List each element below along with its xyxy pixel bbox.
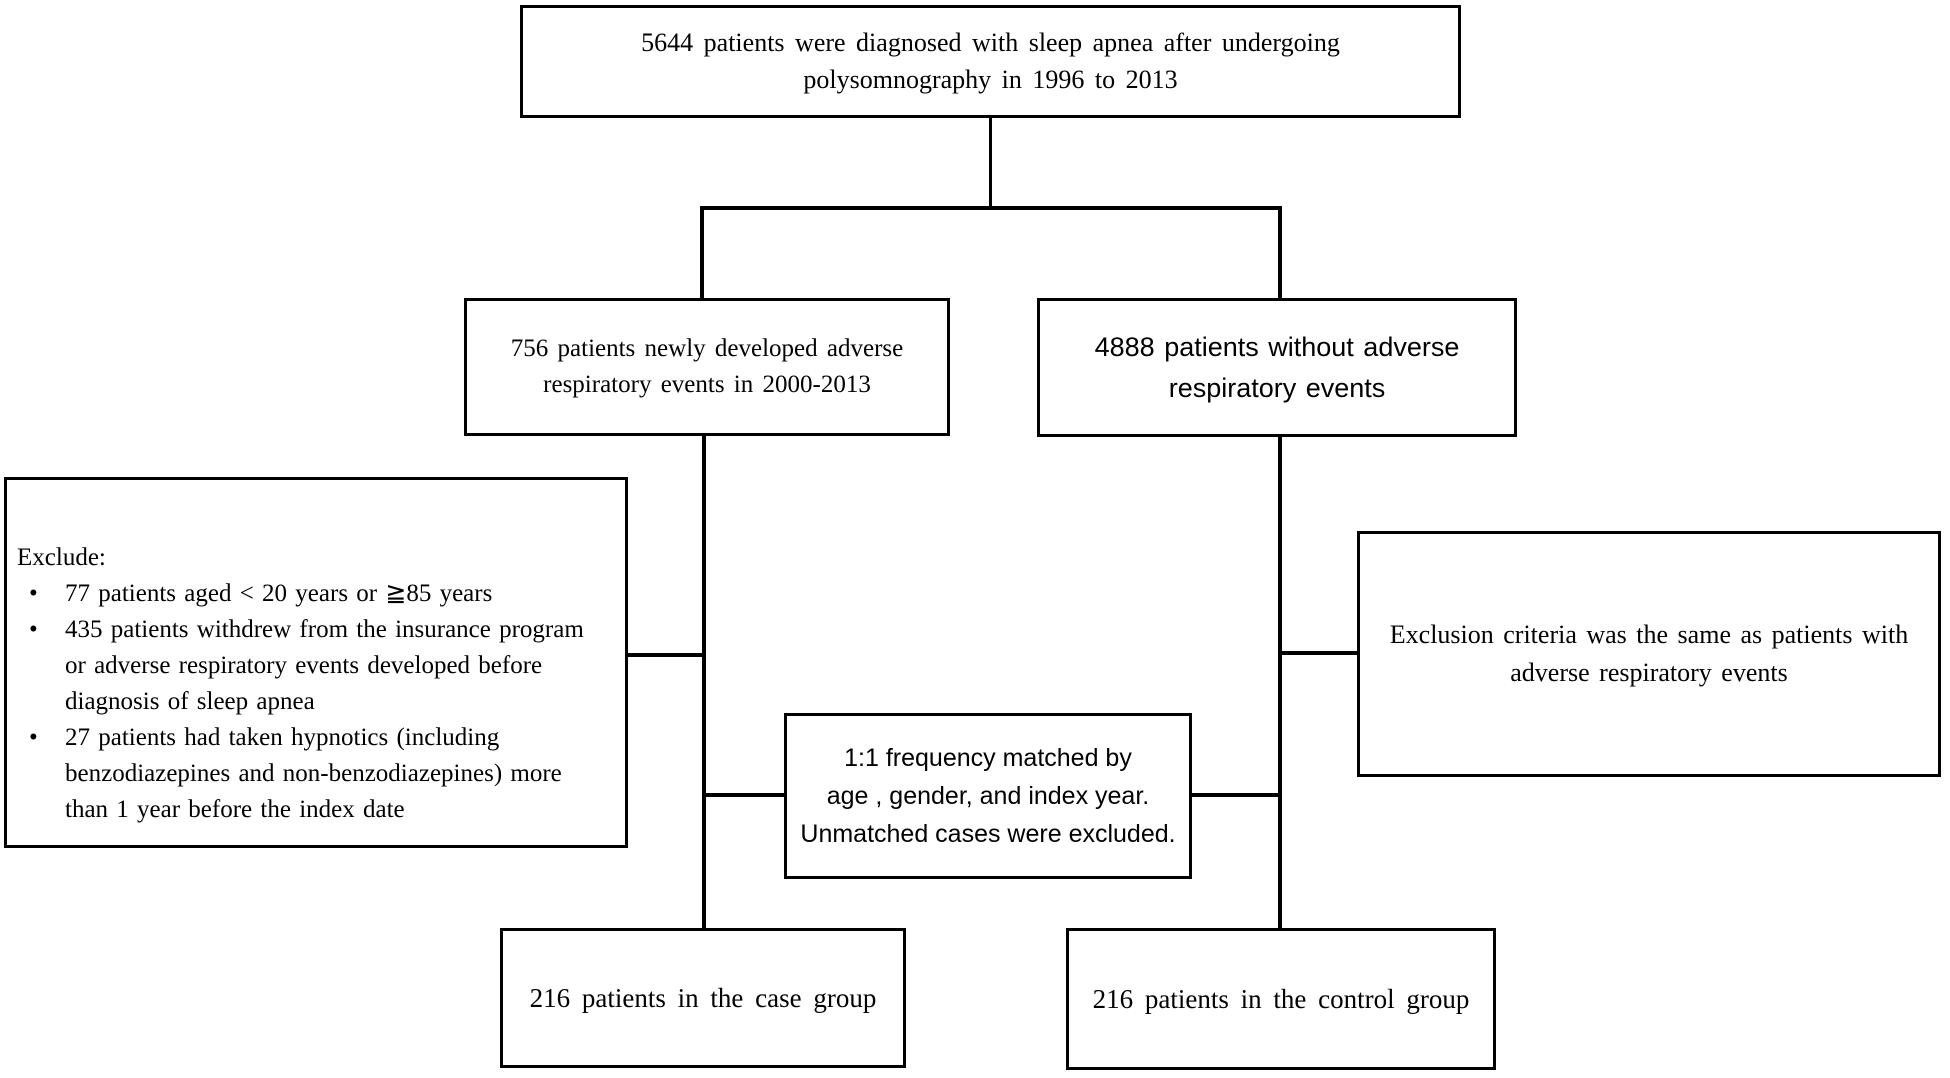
connector-drop-to-control-branch xyxy=(1278,206,1282,300)
connector-match-to-control-stem xyxy=(1190,793,1280,797)
box-frequency-matching: 1:1 frequency matched by age , gender, a… xyxy=(784,713,1192,879)
box-adverse-events-patients: 756 patients newly developed adverse res… xyxy=(464,298,950,436)
box-without-adverse-events-text: 4888 patients without adverse respirator… xyxy=(1094,332,1460,403)
bullet-icon: • xyxy=(29,580,38,607)
box-total-diagnosed-patients: 5644 patients were diagnosed with sleep … xyxy=(520,5,1461,118)
exclusion-item: • 435 patients withdrew from the insuran… xyxy=(17,612,609,720)
exclusion-item-text: 77 patients aged < 20 years or ≧85 years xyxy=(65,580,493,607)
matching-line: Unmatched cases were excluded. xyxy=(800,820,1176,848)
box-exclusion-criteria-control: Exclusion criteria was the same as patie… xyxy=(1357,531,1941,777)
bullet-icon: • xyxy=(29,724,38,751)
box-control-group-text: 216 patients in the control group xyxy=(1092,983,1470,1014)
box-exclusion-criteria-case: Exclude: • 77 patients aged < 20 years o… xyxy=(4,477,628,848)
box-case-group: 216 patients in the case group xyxy=(500,928,906,1068)
exclusion-item-text: 27 patients had taken hypnotics (includi… xyxy=(65,724,562,823)
box-without-adverse-events-patients: 4888 patients without adverse respirator… xyxy=(1037,298,1517,437)
matching-line: 1:1 frequency matched by xyxy=(844,744,1132,772)
box-control-group: 216 patients in the control group xyxy=(1066,928,1496,1070)
connector-top-to-split xyxy=(989,118,992,208)
box-adverse-events-text: 756 patients newly developed adverse res… xyxy=(510,334,904,398)
connector-split-horizontal xyxy=(702,206,1282,210)
connector-exclusion-to-control-stem xyxy=(1280,651,1359,655)
matching-line: age , gender, and index year. xyxy=(826,782,1150,810)
exclusion-title: Exclude: xyxy=(17,544,106,571)
box-case-group-text: 216 patients in the case group xyxy=(529,982,877,1013)
connector-control-stem xyxy=(1278,435,1282,930)
box-total-diagnosed-text: 5644 patients were diagnosed with sleep … xyxy=(641,28,1340,94)
connector-drop-to-case-branch xyxy=(700,206,704,300)
exclusion-item-text: 435 patients withdrew from the insurance… xyxy=(65,616,584,715)
connector-match-to-case-stem xyxy=(704,793,786,797)
connector-exclude-to-case-stem xyxy=(626,653,704,657)
box-exclusion-criteria-control-text: Exclusion criteria was the same as patie… xyxy=(1389,620,1909,687)
connector-case-stem xyxy=(702,434,706,930)
exclusion-item: • 27 patients had taken hypnotics (inclu… xyxy=(17,720,609,828)
bullet-icon: • xyxy=(29,616,38,643)
exclusion-item: • 77 patients aged < 20 years or ≧85 yea… xyxy=(17,576,609,612)
